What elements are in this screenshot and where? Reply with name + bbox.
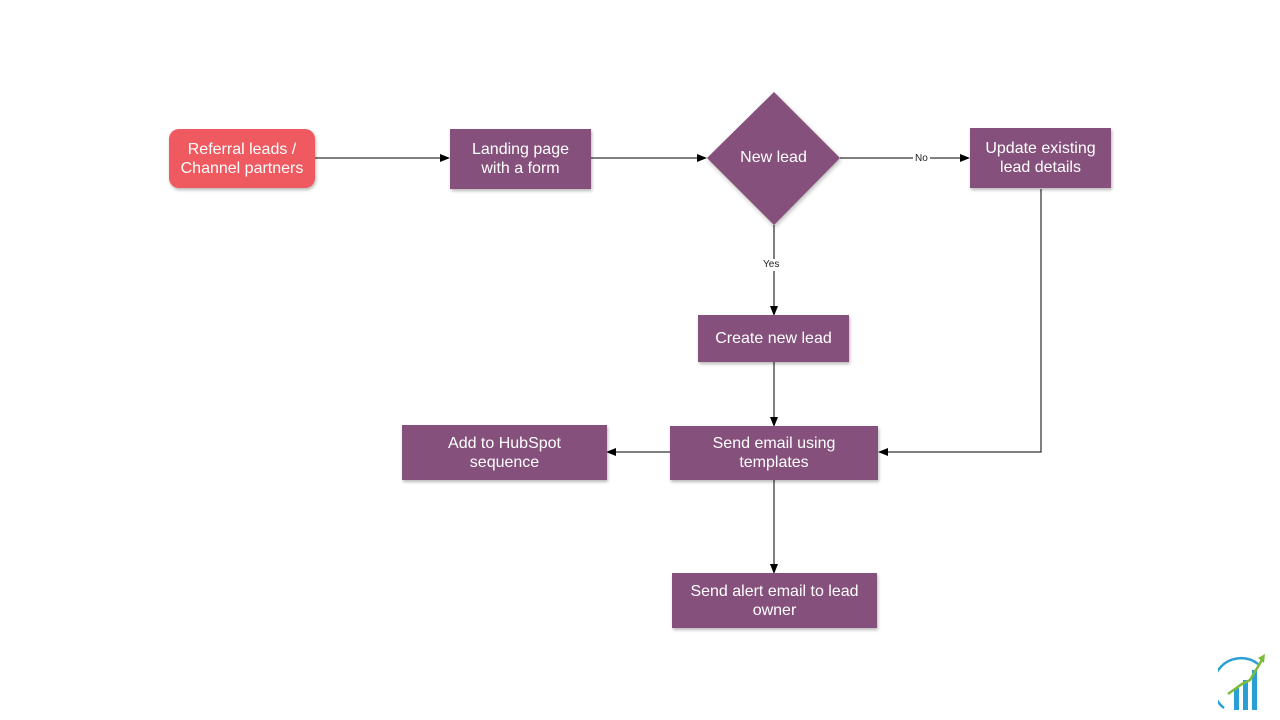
edge-update-to-send: [878, 189, 1042, 456]
hubspot-sequence-node: Add to HubSpot sequence: [402, 425, 607, 480]
create-new-lead-node: Create new lead: [698, 315, 849, 362]
landing-page-node: Landing page with a form: [450, 129, 591, 189]
landing-page-label: Landing page with a form: [472, 141, 569, 177]
growth-chart-logo-icon: [1218, 654, 1265, 710]
decision-diamond: [707, 92, 840, 225]
alert-email-label: Send alert email to lead owner: [690, 582, 859, 619]
referral-leads-label: Referral leads / Channel partners: [180, 140, 304, 177]
new-lead-decision-label: New lead: [740, 149, 807, 166]
hubspot-sequence-label: Add to HubSpot sequence: [448, 434, 561, 471]
update-existing-node: Update existing lead details: [970, 128, 1111, 188]
edge-label-yes: Yes: [761, 259, 782, 271]
alert-email-node: Send alert email to lead owner: [672, 573, 877, 628]
update-existing-label: Update existing lead details: [985, 140, 1096, 176]
referral-leads-node: Referral leads / Channel partners: [169, 129, 315, 188]
send-email-label: Send email using templates: [712, 435, 836, 471]
send-email-node: Send email using templates: [670, 426, 878, 480]
edge-label-no: No: [913, 153, 930, 165]
create-new-lead-label: Create new lead: [715, 330, 832, 347]
